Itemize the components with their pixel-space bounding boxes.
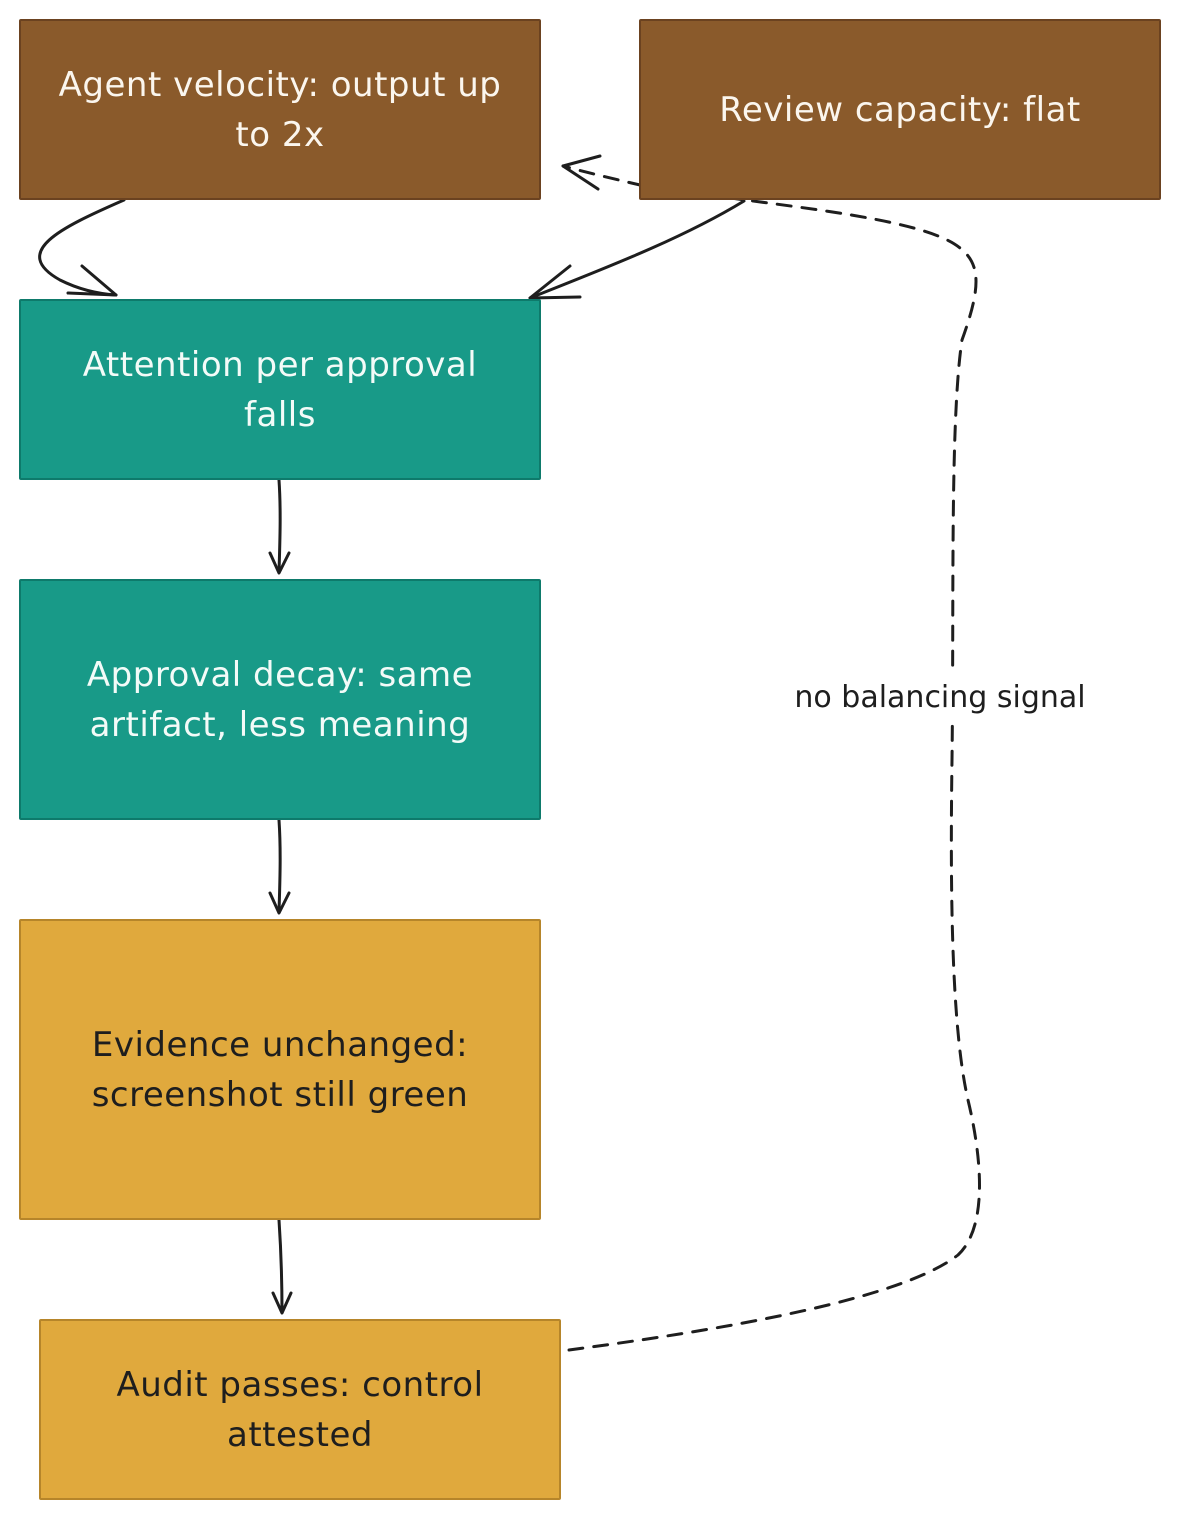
node-audit-passes: Audit passes: control attested xyxy=(39,1319,561,1500)
edge-review-to-attention xyxy=(528,199,746,300)
edge-decay-to-evidence xyxy=(268,818,291,915)
node-attention-per-approval: Attention per approval falls xyxy=(19,299,541,480)
node-evidence-unchanged: Evidence unchanged: screenshot still gre… xyxy=(19,919,541,1220)
feedback-edge-label: no balancing signal xyxy=(740,672,1140,724)
node-agent-velocity: Agent velocity: output up to 2x xyxy=(19,19,541,200)
edge-velocity-to-attention xyxy=(38,198,126,297)
node-audit-label: Audit passes: control attested xyxy=(116,1364,484,1455)
node-approval-decay: Approval decay: same artifact, less mean… xyxy=(19,579,541,820)
node-evidence-label: Evidence unchanged: screenshot still gre… xyxy=(91,1024,469,1115)
node-approval-decay-label: Approval decay: same artifact, less mean… xyxy=(86,654,474,745)
edge-attention-to-decay xyxy=(268,478,291,575)
node-attention-label: Attention per approval falls xyxy=(82,344,478,435)
node-review-capacity: Review capacity: flat xyxy=(639,19,1161,200)
edge-audit-to-velocity-dashed xyxy=(561,154,981,1352)
node-agent-velocity-label: Agent velocity: output up to 2x xyxy=(58,64,502,155)
edge-evidence-to-audit xyxy=(271,1218,293,1315)
node-review-capacity-label: Review capacity: flat xyxy=(719,89,1081,130)
